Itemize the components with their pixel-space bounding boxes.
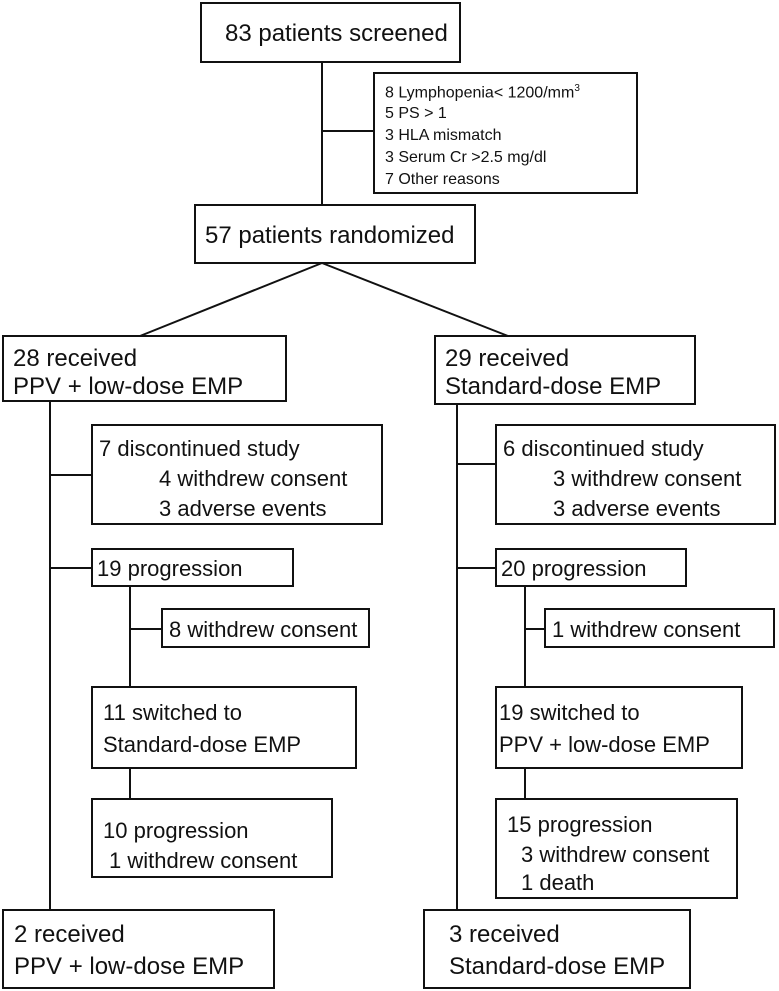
- right-received-box: 29 received Standard-dose EMP: [434, 335, 696, 405]
- screened-text: 83 patients screened: [225, 20, 448, 47]
- exclusion-serum: 3 Serum Cr >2.5 mg/dl: [385, 149, 547, 166]
- left-received-box: 28 received PPV + low-dose EMP: [2, 335, 287, 402]
- connector-randomized-right: [321, 262, 509, 337]
- randomized-text: 57 patients randomized: [205, 222, 455, 249]
- right-second-progression-box: 15 progression 3 withdrew consent 1 deat…: [495, 798, 738, 899]
- right-discontinued-box: 6 discontinued study 3 withdrew consent …: [495, 424, 776, 525]
- left-switched-line1: 11 switched to: [103, 700, 243, 725]
- right-withdrew-text: 1 withdrew consent: [552, 617, 741, 642]
- exclusion-other: 7 Other reasons: [385, 171, 500, 188]
- left-second-progression-line1: 10 progression: [103, 818, 249, 843]
- right-switched-line2: PPV + low-dose EMP: [499, 732, 710, 757]
- right-discontinued-withdrew: 3 withdrew consent: [553, 466, 742, 491]
- exclusion-hla: 3 HLA mismatch: [385, 127, 502, 144]
- right-progression-text: 20 progression: [501, 556, 647, 581]
- exclusion-superscript: 3: [574, 83, 580, 94]
- connector-randomized-left: [139, 262, 323, 337]
- right-discontinued-title: 6 discontinued study: [503, 436, 704, 461]
- left-withdrew-text: 8 withdrew consent: [169, 617, 358, 642]
- left-second-progression-line2: 1 withdrew consent: [109, 848, 298, 873]
- right-second-progression-line3: 1 death: [521, 870, 595, 895]
- right-received-line2: Standard-dose EMP: [445, 373, 662, 400]
- left-received-line2: PPV + low-dose EMP: [13, 373, 244, 400]
- exclusion-lymphopenia: 8 Lymphopenia< 1200/mm3: [385, 84, 580, 101]
- left-discontinued-withdrew: 4 withdrew consent: [159, 466, 348, 491]
- right-progression-box: 20 progression: [495, 548, 687, 587]
- left-received-line1: 28 received: [13, 345, 138, 372]
- right-received-line1: 29 received: [445, 345, 570, 372]
- right-switched-box: 19 switched to PPV + low-dose EMP: [495, 686, 743, 769]
- right-discontinued-adverse: 3 adverse events: [553, 496, 721, 521]
- left-progression-box: 19 progression: [91, 548, 294, 587]
- left-discontinued-box: 7 discontinued study 4 withdrew consent …: [91, 424, 383, 525]
- left-progression-text: 19 progression: [97, 556, 243, 581]
- randomized-box: 57 patients randomized: [194, 204, 476, 264]
- exclusion-lymphopenia-text: 8 Lymphopenia< 1200/mm: [385, 84, 575, 102]
- left-switched-line2: Standard-dose EMP: [103, 732, 302, 757]
- left-second-progression-box: 10 progression 1 withdrew consent: [91, 798, 333, 878]
- left-final-box: 2 received PPV + low-dose EMP: [2, 909, 275, 989]
- exclusion-ps: 5 PS > 1: [385, 105, 447, 122]
- left-switched-box: 11 switched to Standard-dose EMP: [91, 686, 357, 769]
- right-second-progression-line1: 15 progression: [507, 812, 653, 837]
- left-withdrew-box: 8 withdrew consent: [161, 608, 370, 648]
- left-final-line1: 2 received: [14, 921, 125, 948]
- screened-box: 83 patients screened: [200, 2, 461, 63]
- right-withdrew-box: 1 withdrew consent: [544, 608, 775, 648]
- left-discontinued-title: 7 discontinued study: [99, 436, 300, 461]
- right-second-progression-line2: 3 withdrew consent: [521, 842, 710, 867]
- left-final-line2: PPV + low-dose EMP: [14, 953, 245, 980]
- right-final-line2: Standard-dose EMP: [449, 953, 666, 980]
- left-discontinued-adverse: 3 adverse events: [159, 496, 327, 521]
- right-final-box: 3 received Standard-dose EMP: [423, 909, 691, 989]
- right-final-line1: 3 received: [449, 921, 560, 948]
- exclusions-box: 8 Lymphopenia< 1200/mm3 5 PS > 1 3 HLA m…: [373, 72, 638, 194]
- right-switched-line1: 19 switched to: [499, 700, 640, 725]
